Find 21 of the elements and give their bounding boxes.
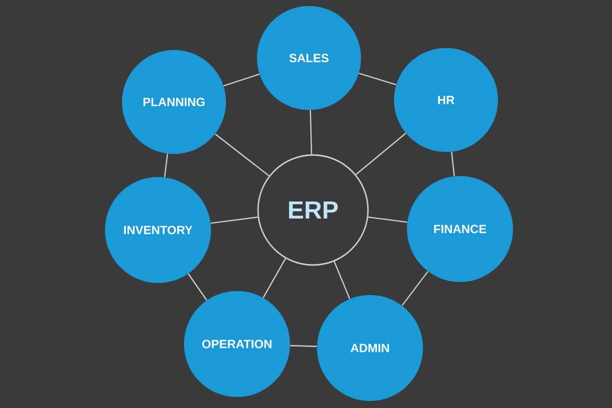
connector-line <box>356 132 406 175</box>
connector-line <box>188 273 208 301</box>
circle-node: PLANNING <box>122 50 226 154</box>
connector-line <box>368 216 408 223</box>
connector-line <box>290 345 317 347</box>
circle-node: ADMIN <box>317 295 423 401</box>
connector-line <box>210 216 258 224</box>
connector-line <box>402 271 428 306</box>
connector-line <box>334 261 350 300</box>
connector-line <box>223 74 260 86</box>
circle-node: FINANCE <box>407 176 513 282</box>
circle-node: OPERATION <box>184 291 290 397</box>
connector-line <box>164 154 168 178</box>
circle-node: SALES <box>257 6 361 110</box>
connector-line <box>451 152 455 176</box>
connector-line <box>214 134 270 176</box>
connector-line <box>358 72 396 86</box>
connector-line <box>310 110 312 154</box>
circle-node: HR <box>394 48 498 152</box>
connector-line <box>262 258 286 298</box>
circle-node: INVENTORY <box>105 177 211 283</box>
